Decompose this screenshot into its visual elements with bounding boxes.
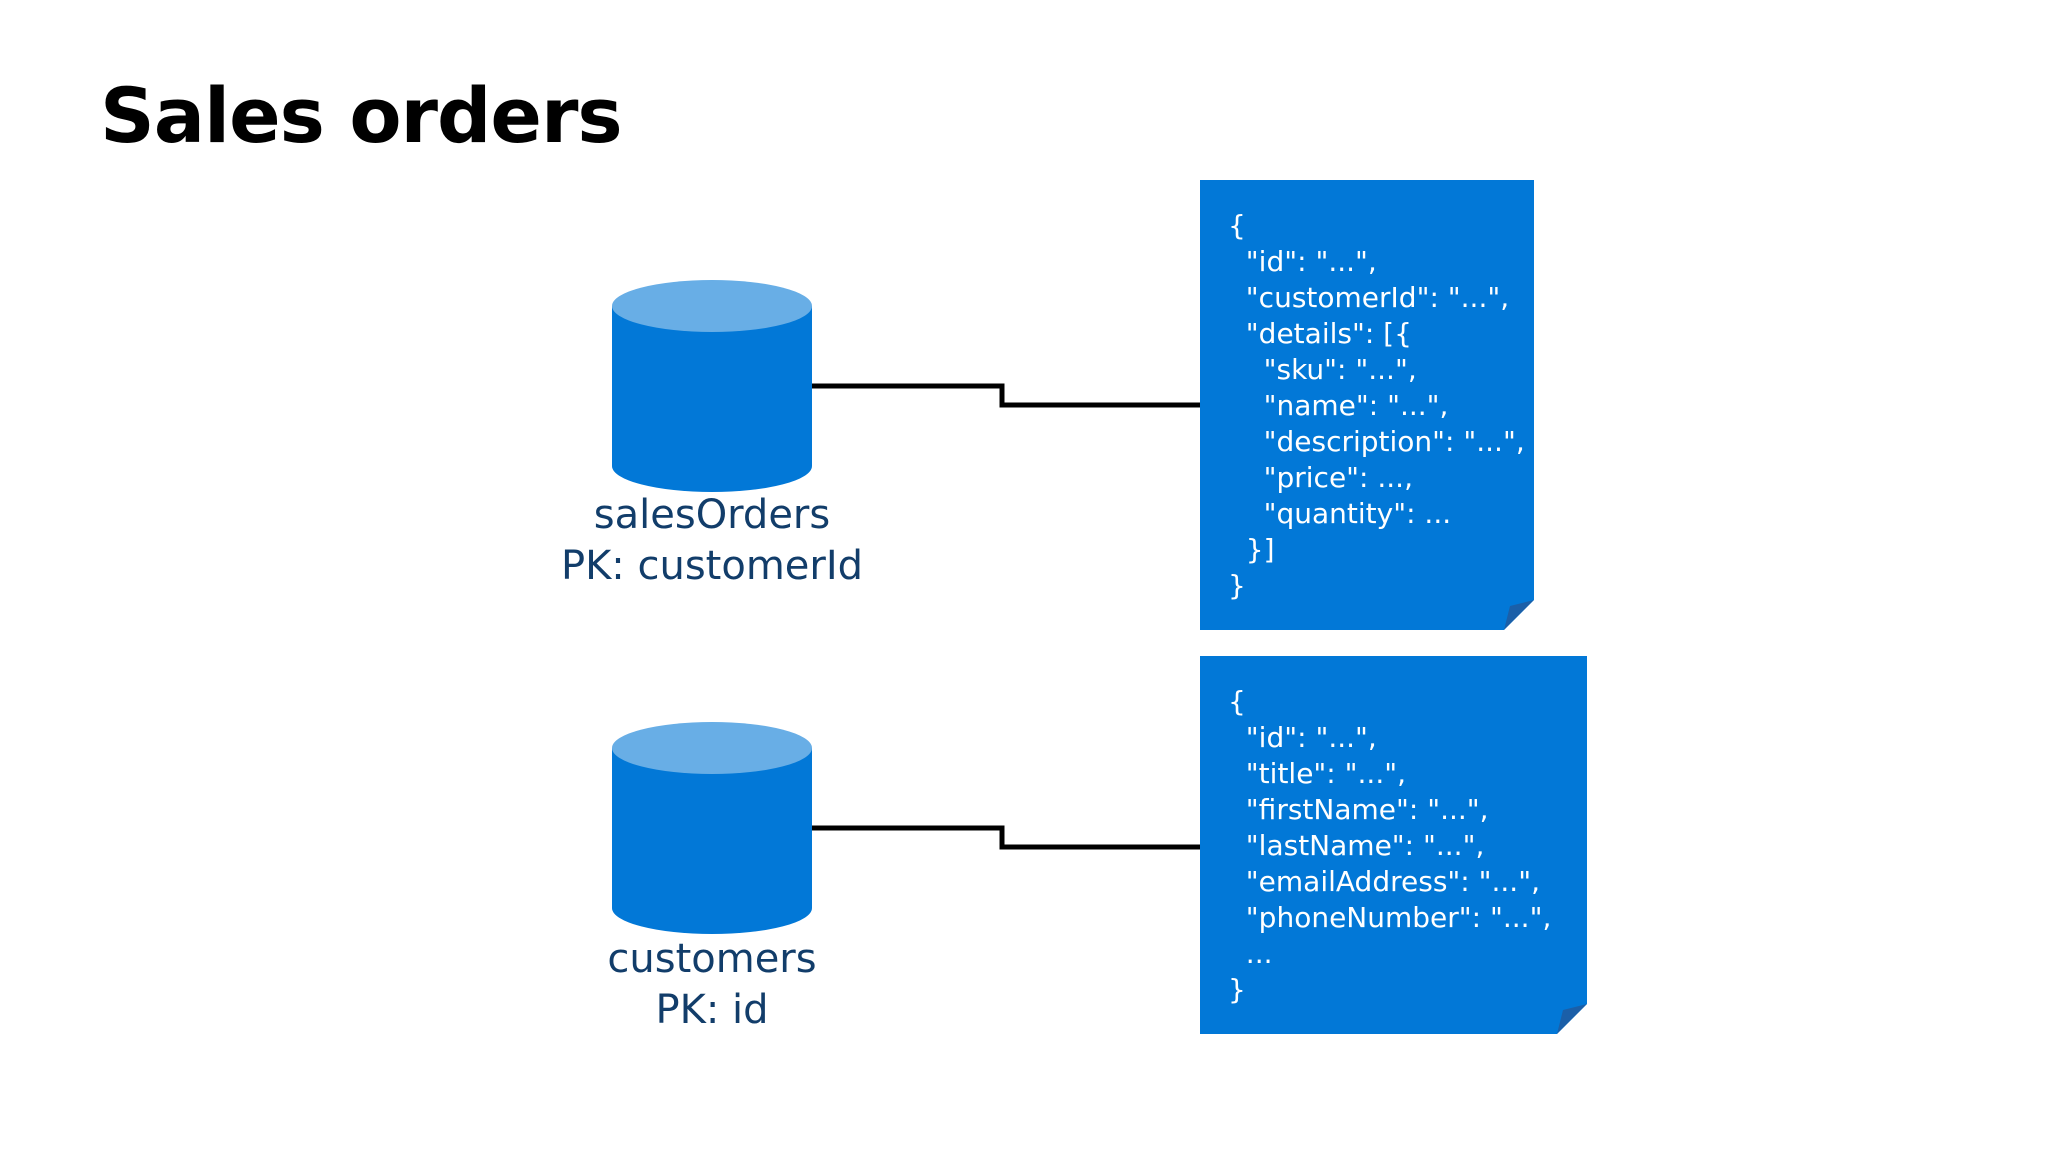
document-line: "title": "...",	[1228, 757, 1406, 790]
page-fold-icon	[1504, 600, 1534, 630]
document-line: "name": "...",	[1228, 389, 1449, 422]
document-line: {	[1228, 685, 1246, 718]
document-line: "id": "...",	[1228, 245, 1377, 278]
document-line: "firstName": "...",	[1228, 793, 1489, 826]
document-line: "emailAddress": "...",	[1228, 865, 1540, 898]
database-cylinder-icon	[612, 722, 812, 934]
container-label-customers: customers PK: id	[492, 934, 932, 1036]
container-label-salesorders: salesOrders PK: customerId	[492, 490, 932, 592]
document-line: {	[1228, 209, 1246, 242]
document-line: "quantity": ...	[1228, 497, 1452, 530]
page-fold-icon	[1557, 1004, 1587, 1034]
document-line: "price": ...,	[1228, 461, 1413, 494]
document-line: "details": [{	[1228, 317, 1412, 350]
database-cylinder-icon	[612, 280, 812, 492]
document-line: "lastName": "...",	[1228, 829, 1485, 862]
document-line: "id": "...",	[1228, 721, 1377, 754]
document-line: "customerId": "...",	[1228, 281, 1510, 314]
document-line: }	[1228, 973, 1246, 1006]
container-name: salesOrders	[593, 492, 831, 538]
document-line: ...	[1228, 937, 1273, 970]
document-line: "phoneNumber": "...",	[1228, 901, 1552, 934]
container-name: customers	[607, 936, 817, 982]
partition-key: PK: customerId	[560, 543, 864, 589]
document-line: "description": "...",	[1228, 425, 1525, 458]
json-document-icon: { "id": "...", "title": "...", "firstNam…	[1200, 656, 1587, 1034]
connector-customers	[812, 825, 1200, 850]
slide-title: Sales orders	[100, 71, 623, 160]
document-line: "sku": "...",	[1228, 353, 1417, 386]
partition-key: PK: id	[655, 987, 769, 1033]
connector-salesorders	[812, 383, 1200, 408]
document-line: }	[1228, 569, 1246, 602]
document-line: }]	[1228, 533, 1275, 566]
json-document-icon: { "id": "...", "customerId": "...", "det…	[1200, 180, 1534, 630]
